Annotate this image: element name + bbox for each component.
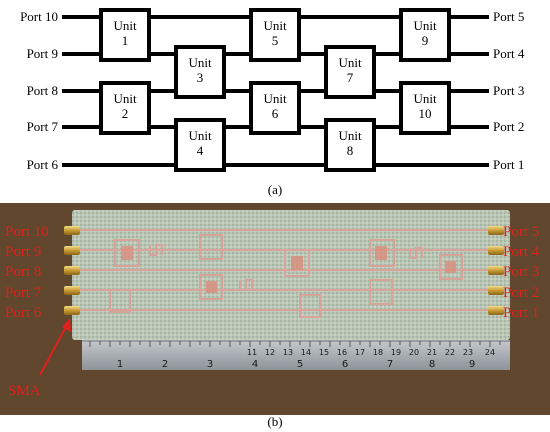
sma-label: SMA — [8, 383, 41, 399]
ruler-bottom-5: 5 — [297, 359, 303, 370]
unit-1-box — [99, 8, 151, 62]
unit-2-box — [99, 81, 151, 135]
ruler-bottom-3: 3 — [207, 359, 213, 370]
photo-port-6: Port 6 — [5, 305, 42, 321]
ruler-top-11: 11 — [247, 348, 257, 357]
ruler-top-14: 14 — [301, 348, 311, 357]
ruler-bottom-2: 2 — [162, 359, 168, 370]
schematic-port-10: Port 10 — [20, 9, 58, 24]
sma-arrow — [39, 322, 69, 376]
copper-traces — [80, 229, 500, 318]
sma-connector-icon — [488, 246, 504, 255]
sma-connector-icon — [488, 306, 504, 315]
ruler-top-16: 16 — [337, 348, 347, 357]
photo-port-5: Port 5 — [503, 224, 539, 240]
sma-connectors-right — [488, 226, 504, 315]
unit-3-box — [174, 45, 226, 99]
sma-connector-icon — [488, 226, 504, 235]
unit-4-box — [174, 118, 226, 172]
photo-port-4: Port 4 — [503, 244, 540, 260]
schematic-port-2: Port 2 — [493, 119, 524, 134]
sma-connector-icon — [488, 266, 504, 275]
photo-port-3: Port 3 — [503, 264, 539, 280]
ruler-bottom-7: 7 — [387, 359, 393, 370]
ruler-bottom-9: 9 — [469, 359, 475, 370]
ruler-top-24: 24 — [485, 348, 495, 357]
ruler-top-23: 23 — [463, 348, 473, 357]
unit-7-box — [324, 45, 376, 99]
ruler-top-18: 18 — [373, 348, 383, 357]
photo-port-7: Port 7 — [5, 285, 42, 301]
schematic-port-3: Port 3 — [493, 83, 524, 98]
ruler-top-20: 20 — [409, 348, 419, 357]
photo-port-2: Port 2 — [503, 285, 539, 301]
ruler-top-12: 12 — [265, 348, 275, 357]
photo-port-9: Port 9 — [5, 244, 41, 260]
photo-port-1: Port 1 — [503, 305, 539, 321]
photo-right-ports: Port 5 Port 4 Port 3 Port 2 Port 1 — [503, 224, 540, 321]
sma-connector-icon — [64, 286, 80, 295]
photo-port-8: Port 8 — [5, 264, 41, 280]
sma-connector-icon — [64, 226, 80, 235]
unit-10-box — [399, 81, 451, 135]
unit-boxes — [99, 8, 451, 172]
schematic-port-9: Port 9 — [27, 46, 58, 61]
photo-left-ports: Port 10 Port 9 Port 8 Port 7 Port 6 — [5, 224, 49, 321]
caption-a: (a) — [268, 182, 282, 197]
ruler-top-19: 19 — [391, 348, 401, 357]
ruler-bottom-numbers: 1 2 3 4 5 6 7 8 9 — [117, 359, 475, 370]
schematic-port-1: Port 1 — [493, 157, 524, 172]
sma-connector-icon — [488, 286, 504, 295]
ruler-bottom-1: 1 — [117, 359, 123, 370]
ruler-top-17: 17 — [355, 348, 365, 357]
ruler-bottom-8: 8 — [429, 359, 435, 370]
schematic-port-8: Port 8 — [27, 83, 58, 98]
sma-connector-icon — [64, 306, 80, 315]
schematic-left-ports: Port 10 Port 9 Port 8 Port 7 Port 6 — [20, 9, 58, 172]
ruler-top-15: 15 — [319, 348, 329, 357]
unit-8-box — [324, 118, 376, 172]
ruler-top-21: 21 — [427, 348, 437, 357]
schematic-port-4: Port 4 — [493, 46, 525, 61]
schematic-right-ports: Port 5 Port 4 Port 3 Port 2 Port 1 — [493, 9, 525, 172]
photo-port-10: Port 10 — [5, 224, 49, 240]
sma-connector-icon — [64, 246, 80, 255]
sma-arrow-head — [62, 318, 71, 332]
metal-ruler: 11 12 13 14 15 16 17 18 19 20 21 22 23 2… — [82, 340, 510, 370]
sma-connectors-left — [64, 226, 80, 315]
prototype-photo: 11 12 13 14 15 16 17 18 19 20 21 22 23 2… — [0, 203, 550, 415]
ruler-bottom-4: 4 — [252, 359, 258, 370]
unit-5-box — [249, 8, 301, 62]
schematic-port-6: Port 6 — [27, 157, 59, 172]
schematic-port-5: Port 5 — [493, 9, 524, 24]
ruler-bottom-6: 6 — [342, 359, 348, 370]
ruler-top-22: 22 — [445, 348, 455, 357]
ruler-top-numbers: 11 12 13 14 15 16 17 18 19 20 21 22 23 2… — [247, 348, 495, 357]
schematic-port-7: Port 7 — [27, 119, 59, 134]
caption-b: (b) — [267, 414, 282, 429]
unit-9-box — [399, 8, 451, 62]
unit-6-box — [249, 81, 301, 135]
copper-pads — [121, 246, 456, 293]
sma-connector-icon — [64, 266, 80, 275]
ruler-top-13: 13 — [283, 348, 293, 357]
